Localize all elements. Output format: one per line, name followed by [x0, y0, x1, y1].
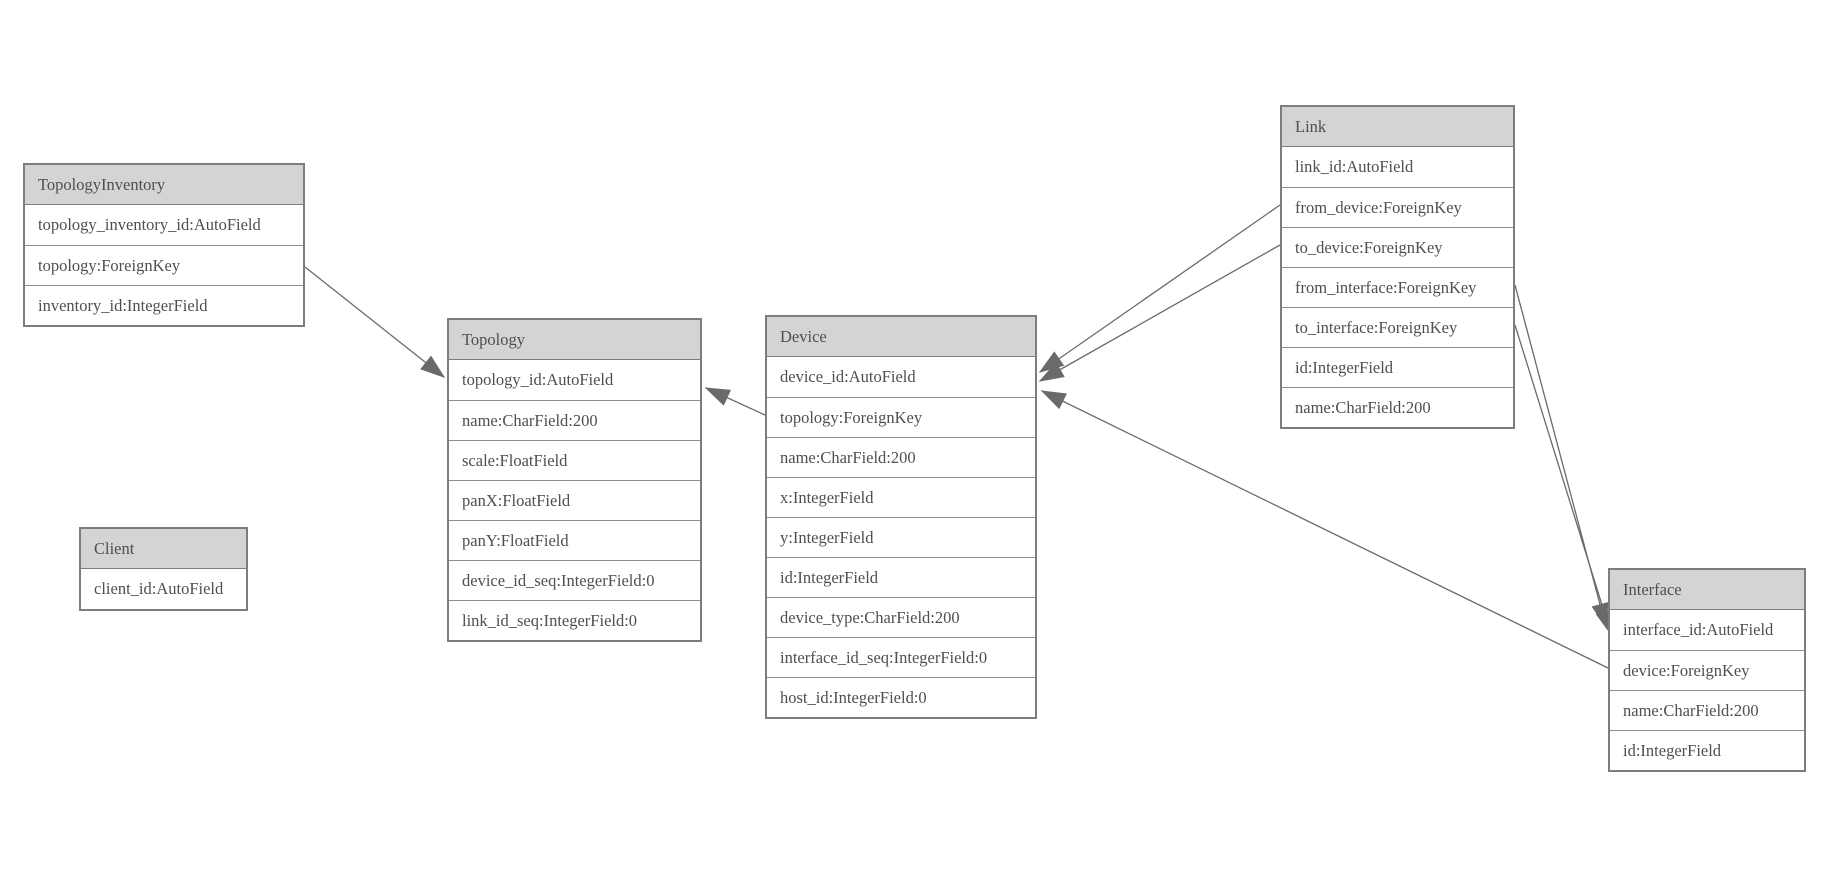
relationship-link-to-interface-to-interface-interface-id [1514, 324, 1613, 636]
relationship-interface-device-to-device-device-id [1040, 390, 1609, 669]
field-topology-scale: scale:FloatField [449, 440, 700, 480]
entity-title-device: Device [767, 317, 1035, 357]
field-device-interface-id-seq: interface_id_seq:IntegerField:0 [767, 637, 1035, 677]
field-topology-name: name:CharField:200 [449, 400, 700, 440]
field-link-from-device: from_device:ForeignKey [1282, 187, 1513, 227]
entity-title-interface: Interface [1610, 570, 1804, 610]
entity-title-link: Link [1282, 107, 1513, 147]
field-device-id: id:IntegerField [767, 557, 1035, 597]
entity-link[interactable]: Link link_id:AutoField from_device:Foreign… [1280, 105, 1515, 429]
entity-device[interactable]: Device device_id:AutoField topology:Foreig… [765, 315, 1037, 719]
relationship-link-from-device-to-device-device-id [1038, 204, 1281, 373]
entity-title-client: Client [81, 529, 246, 569]
relationship-link-to-device-to-device-device-id [1038, 244, 1281, 382]
field-link-to-device: to_device:ForeignKey [1282, 227, 1513, 267]
field-client-client-id: client_id:AutoField [94, 579, 224, 598]
field-topologyinventory-topology: topology:ForeignKey [25, 245, 303, 285]
entity-title-topologyinventory: TopologyInventory [25, 165, 303, 205]
field-device-device-id: device_id:AutoField [780, 367, 916, 386]
field-topology-device-id-seq: device_id_seq:IntegerField:0 [449, 560, 700, 600]
entity-interface[interactable]: Interface interface_id:AutoField device:Fo… [1608, 568, 1806, 772]
field-link-to-interface: to_interface:ForeignKey [1282, 307, 1513, 347]
relationship-device-topology-to-topology-topology-id [704, 387, 766, 416]
relationship-topologyinventory-topology-to-topology-topology-id [304, 266, 446, 378]
field-interface-interface-id: interface_id:AutoField [1623, 620, 1774, 639]
field-topology-link-id-seq: link_id_seq:IntegerField:0 [449, 600, 700, 640]
field-device-host-id: host_id:IntegerField:0 [767, 677, 1035, 717]
field-device-y: y:IntegerField [767, 517, 1035, 557]
field-interface-device: device:ForeignKey [1610, 650, 1804, 690]
field-topology-pany: panY:FloatField [449, 520, 700, 560]
field-device-topology: topology:ForeignKey [767, 397, 1035, 437]
field-topologyinventory-topology-inventory-id: topology_inventory_id:AutoField [38, 215, 261, 234]
entity-title-topology: Topology [449, 320, 700, 360]
field-device-x: x:IntegerField [767, 477, 1035, 517]
field-device-device-type: device_type:CharField:200 [767, 597, 1035, 637]
field-topology-topology-id: topology_id:AutoField [462, 370, 614, 389]
field-link-from-interface: from_interface:ForeignKey [1282, 267, 1513, 307]
field-link-name: name:CharField:200 [1282, 387, 1513, 427]
entity-client[interactable]: Client client_id:AutoField [79, 527, 248, 611]
field-interface-id: id:IntegerField [1610, 730, 1804, 770]
field-link-id: id:IntegerField [1282, 347, 1513, 387]
field-interface-name: name:CharField:200 [1610, 690, 1804, 730]
field-topologyinventory-inventory-id: inventory_id:IntegerField [25, 285, 303, 325]
field-link-link-id: link_id:AutoField [1295, 157, 1414, 176]
entity-topology[interactable]: Topology topology_id:AutoField name:CharFi… [447, 318, 702, 642]
field-topology-panx: panX:FloatField [449, 480, 700, 520]
entity-topologyinventory[interactable]: TopologyInventory topology_inventory_id:A… [23, 163, 305, 327]
field-device-name: name:CharField:200 [767, 437, 1035, 477]
